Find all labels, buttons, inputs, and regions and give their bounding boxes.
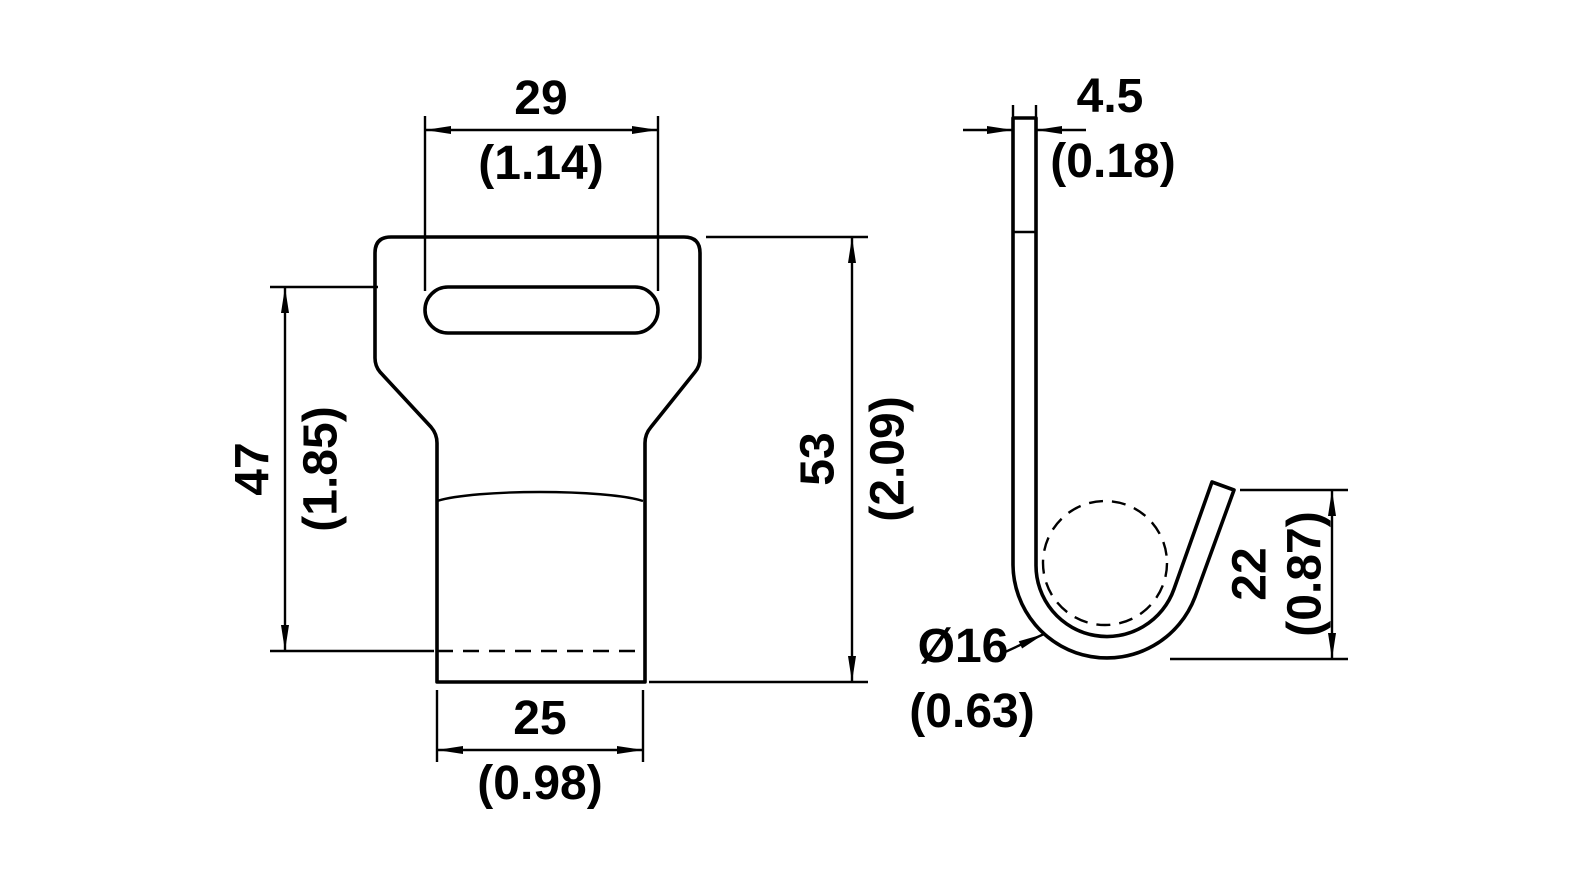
dim-total-height-inch: (2.09) <box>862 396 915 521</box>
dim-slot-width: 29 (1.14) <box>423 72 660 291</box>
front-outline <box>373 235 702 684</box>
dim-slot-width-inch: (1.14) <box>478 137 603 190</box>
dim-slot-width-mm: 29 <box>514 72 567 125</box>
dim-inner-height: 47 (1.85) <box>227 285 434 653</box>
dim-hook-height-mm: 22 <box>1224 547 1277 600</box>
side-outline <box>1011 116 1236 660</box>
dim-thickness: 4.5 (0.18) <box>963 70 1176 188</box>
dim-hook-height: 22 (0.87) <box>1170 488 1348 661</box>
dim-inner-height-mm: 47 <box>227 442 280 495</box>
front-view: 29 (1.14) 47 (1.85) 53 (2.09) <box>227 72 915 810</box>
dim-base-width-inch: (0.98) <box>477 757 602 810</box>
side-view: 4.5 (0.18) Ø16 (0.63) 22 (0.87) <box>909 70 1348 738</box>
dim-hook-diameter-mm: Ø16 <box>918 620 1009 673</box>
dim-base-width-mm: 25 <box>513 692 566 745</box>
bend-line <box>436 490 644 503</box>
dim-hook-diameter: Ø16 (0.63) <box>909 620 1045 738</box>
dim-total-height: 53 (2.09) <box>649 235 915 684</box>
dim-thickness-mm: 4.5 <box>1077 70 1144 123</box>
hook-bend-circle <box>1041 499 1169 627</box>
dim-hook-height-inch: (0.87) <box>1279 511 1332 636</box>
dim-total-height-mm: 53 <box>792 432 845 485</box>
dim-hook-diameter-inch: (0.63) <box>909 685 1034 738</box>
dim-base-width: 25 (0.98) <box>435 690 645 810</box>
dim-thickness-inch: (0.18) <box>1050 135 1175 188</box>
webbing-slot <box>423 285 660 335</box>
leader-line <box>1002 632 1045 655</box>
dim-inner-height-inch: (1.85) <box>295 406 348 531</box>
